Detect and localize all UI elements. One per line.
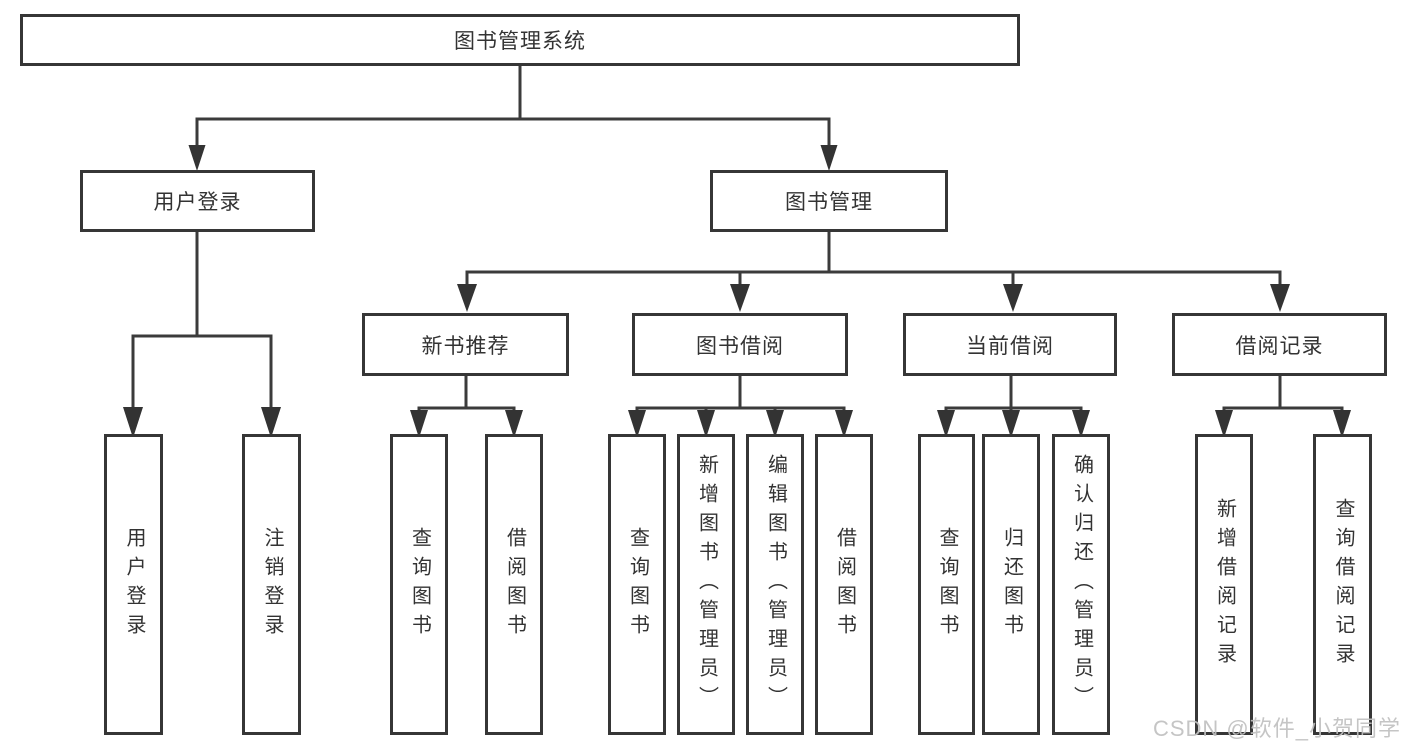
- leaf-user-login: 用户登录: [104, 434, 163, 735]
- leaf-edit-books-admin-label: 编辑图书（管理员）: [764, 454, 787, 715]
- leaf-return-books: 归还图书: [982, 434, 1040, 735]
- node-new-book-recommend-label: 新书推荐: [421, 334, 510, 358]
- node-book-borrow: 图书借阅: [632, 313, 848, 376]
- leaf-add-books-admin-label: 新增图书（管理员）: [695, 454, 718, 715]
- node-book-borrow-label: 图书借阅: [696, 334, 784, 358]
- leaf-query-books-recommend: 查询图书: [390, 434, 448, 735]
- node-new-book-recommend: 新书推荐: [362, 313, 569, 376]
- leaf-query-books-current: 查询图书: [918, 434, 975, 735]
- leaf-query-books-recommend-label: 查询图书: [408, 526, 431, 643]
- node-borrow-records: 借阅记录: [1172, 313, 1387, 376]
- node-current-borrow: 当前借阅: [903, 313, 1117, 376]
- node-user-login-label: 用户登录: [153, 191, 242, 214]
- leaf-query-books-borrow-label: 查询图书: [626, 526, 649, 643]
- leaf-add-borrow-record-label: 新增借阅记录: [1213, 497, 1236, 672]
- leaf-borrow-books-borrow: 借阅图书: [815, 434, 873, 735]
- leaf-logout-login-label: 注销登录: [261, 526, 283, 643]
- leaf-confirm-return-admin: 确认归还（管理员）: [1052, 434, 1110, 735]
- leaf-add-books-admin: 新增图书（管理员）: [677, 434, 735, 735]
- node-book-management: 图书管理: [710, 170, 948, 232]
- node-user-login: 用户登录: [80, 170, 315, 232]
- leaf-logout-login: 注销登录: [242, 434, 301, 735]
- leaf-borrow-books-recommend-label: 借阅图书: [503, 526, 526, 643]
- leaf-borrow-books-recommend: 借阅图书: [485, 434, 543, 735]
- node-current-borrow-label: 当前借阅: [966, 334, 1054, 358]
- leaf-query-borrow-record: 查询借阅记录: [1313, 434, 1372, 735]
- csdn-watermark: CSDN @软件_小贺同学: [1152, 716, 1401, 741]
- node-borrow-records-label: 借阅记录: [1235, 334, 1324, 358]
- leaf-confirm-return-admin-label: 确认归还（管理员）: [1070, 454, 1093, 715]
- leaf-return-books-label: 归还图书: [1000, 526, 1023, 643]
- node-book-management-label: 图书管理: [785, 191, 873, 214]
- node-root: 图书管理系统: [20, 14, 1020, 66]
- node-root-label: 图书管理系统: [454, 30, 586, 53]
- leaf-edit-books-admin: 编辑图书（管理员）: [746, 434, 804, 735]
- leaf-query-books-borrow: 查询图书: [608, 434, 666, 735]
- leaf-add-borrow-record: 新增借阅记录: [1195, 434, 1253, 735]
- leaf-query-borrow-record-label: 查询借阅记录: [1332, 497, 1354, 672]
- leaf-user-login-label: 用户登录: [123, 526, 145, 643]
- leaf-borrow-books-borrow-label: 借阅图书: [833, 526, 856, 643]
- leaf-query-books-current-label: 查询图书: [936, 526, 958, 643]
